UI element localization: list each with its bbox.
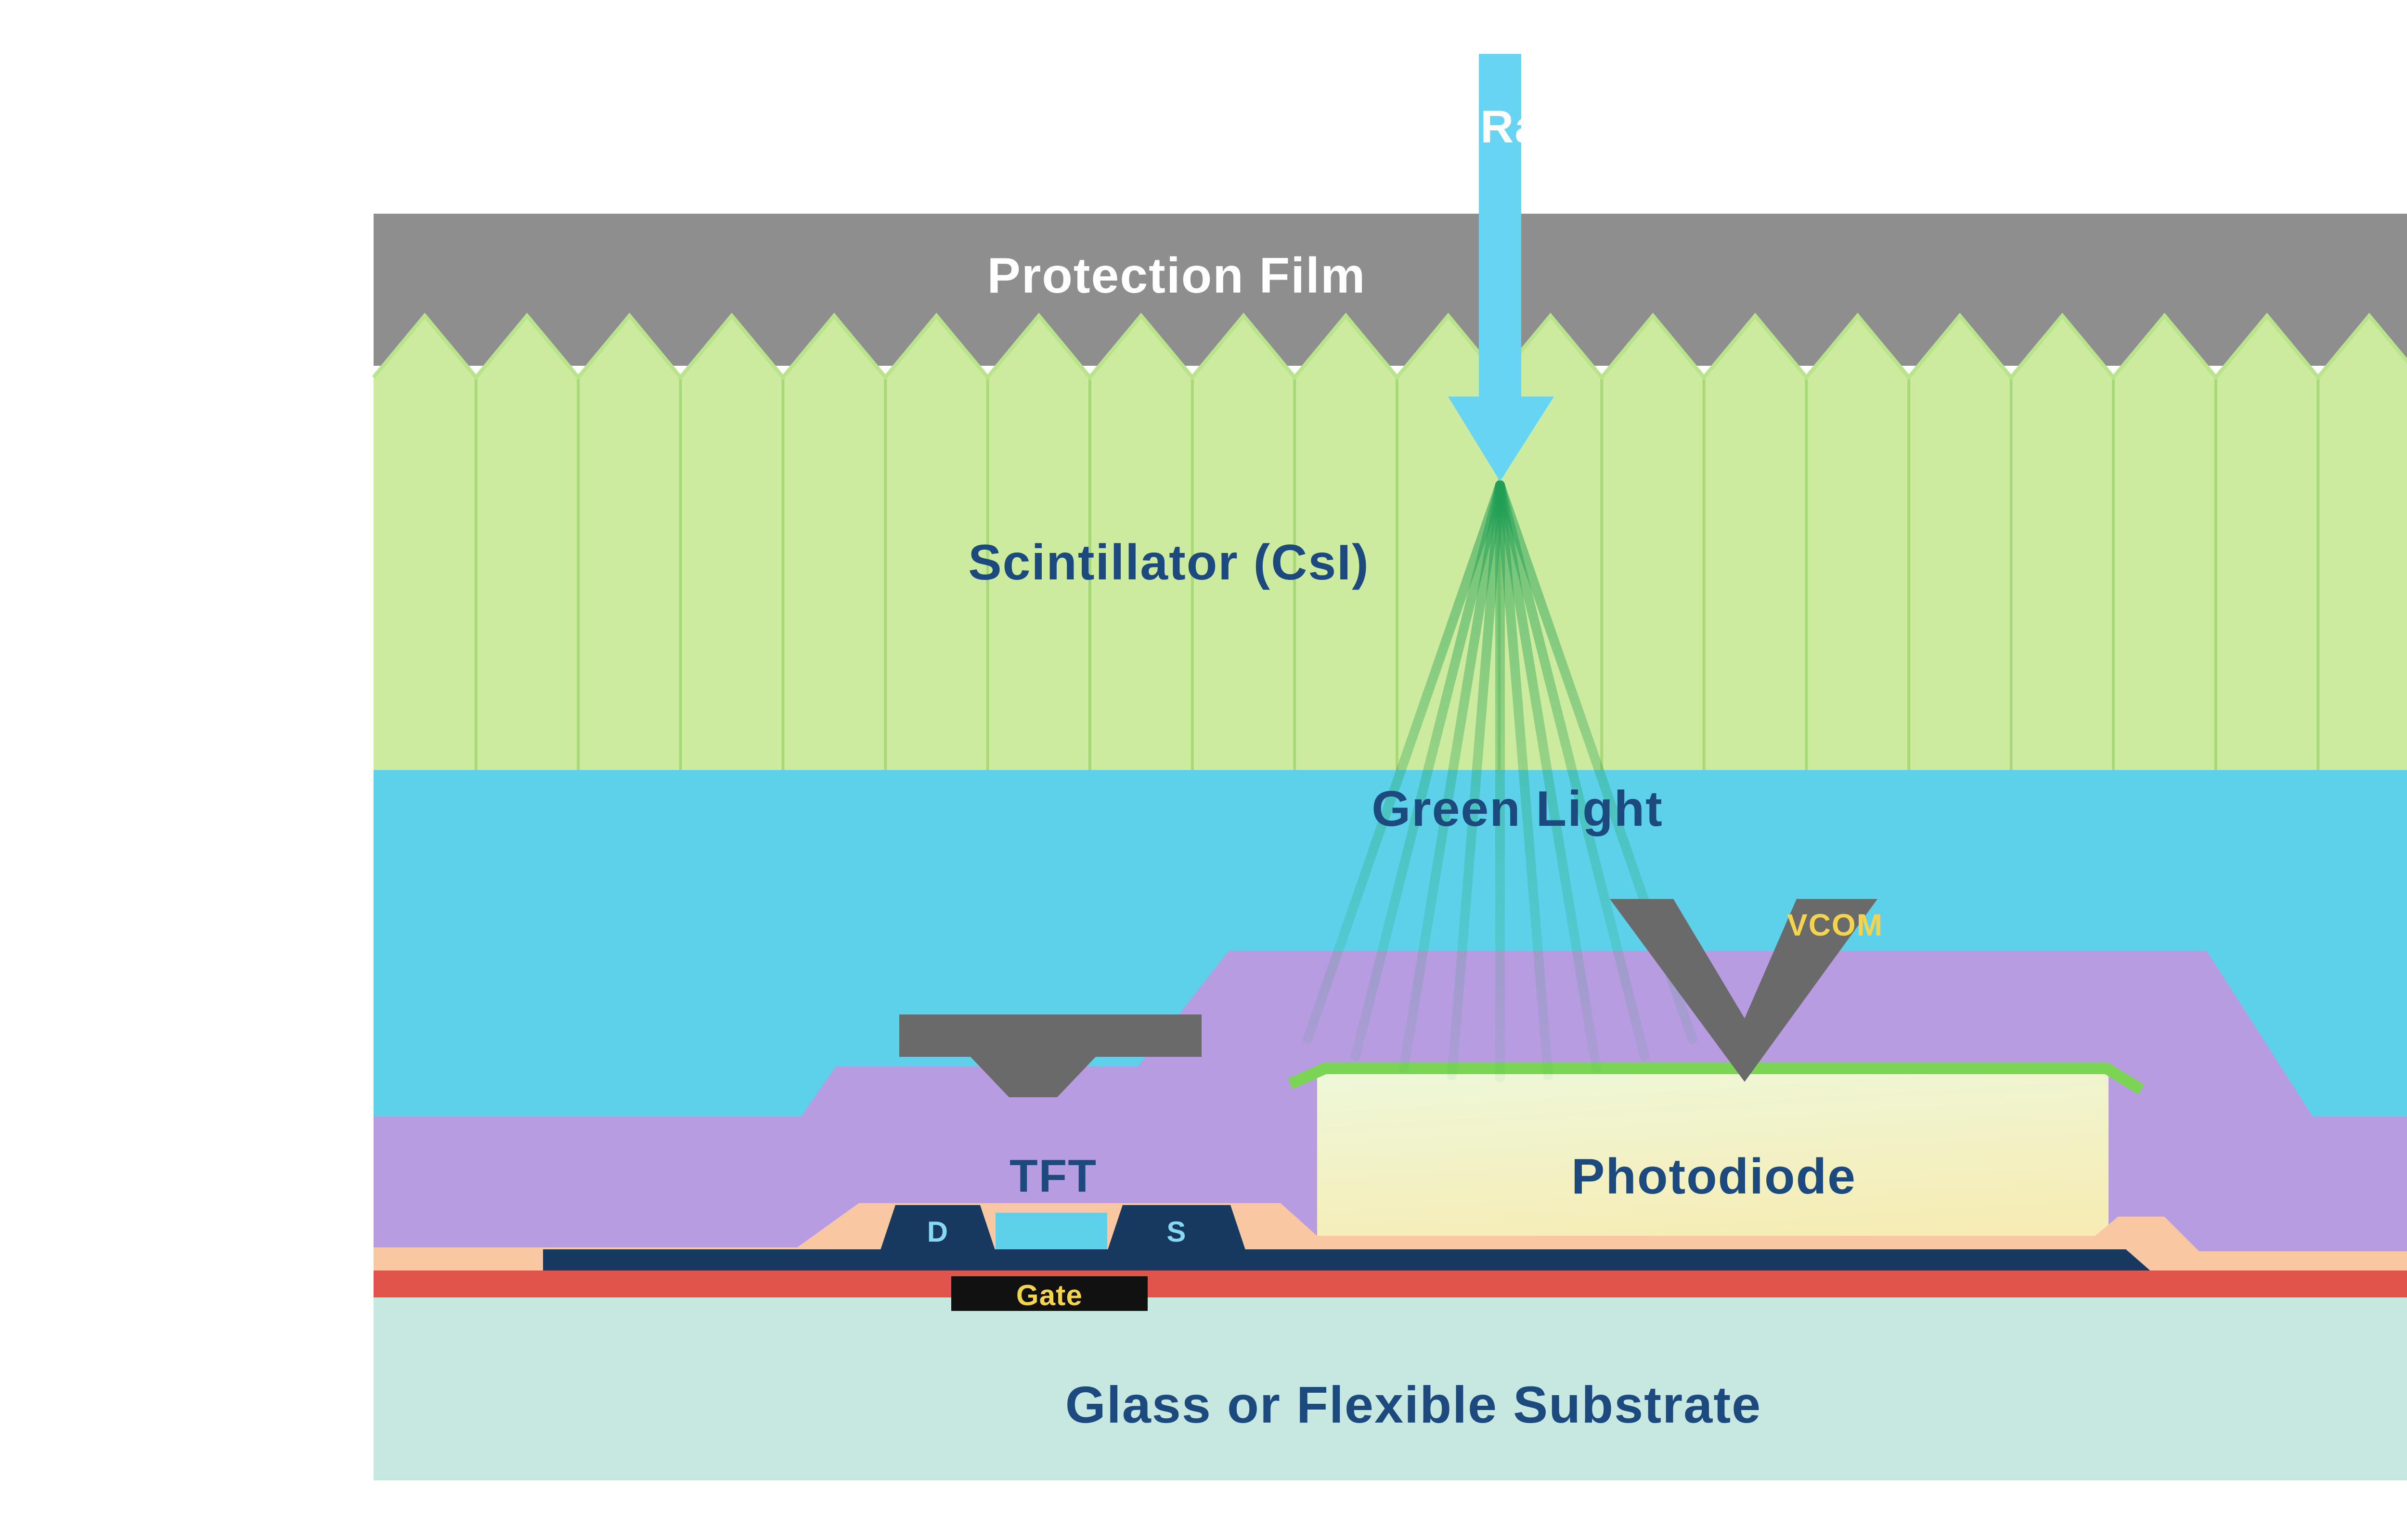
green-light-ray — [1399, 480, 1505, 1073]
top-electrode-left — [899, 1014, 1202, 1097]
green-light-ray — [1351, 480, 1505, 1062]
photodiode-body — [1317, 1066, 2109, 1259]
source-label: S — [1166, 1216, 1186, 1248]
protection-film-layer — [374, 214, 2407, 366]
xray-arrow-shaft — [1479, 54, 1521, 400]
scintillator-label: Scintillator (CsI) — [968, 535, 1369, 590]
scintillator-peaks-edge — [372, 312, 2407, 381]
green-light-ray — [1495, 480, 1649, 1062]
green-light-ray — [1495, 480, 1553, 1081]
scintillator-layer — [374, 316, 2407, 770]
gate-label: Gate — [1016, 1279, 1083, 1311]
tft-source-electrode — [1107, 1205, 1246, 1251]
protection-film-label: Protection Film — [987, 248, 1366, 304]
gate-line-layer — [374, 1270, 2407, 1297]
green-light-label: Green Light — [1372, 781, 1663, 837]
green-light-ray — [1303, 480, 1505, 1044]
photodiode-label: Photodiode — [1571, 1149, 1856, 1205]
green-light-rays — [1303, 480, 1697, 1083]
photodiode-top-contact — [1288, 1063, 2145, 1095]
tft-drain-electrode — [880, 1205, 996, 1251]
vcom-label: VCOM — [1787, 908, 1883, 942]
gate-electrode — [951, 1276, 1148, 1311]
xray-label: X-Ray — [1432, 101, 1568, 153]
tft-label: TFT — [1009, 1150, 1097, 1202]
substrate-layer — [374, 1297, 2407, 1480]
substrate-label: Glass or Flexible Substrate — [1065, 1375, 1762, 1434]
green-light-ray — [1495, 480, 1601, 1073]
drain-label: D — [927, 1216, 949, 1248]
vcom-electrode — [1610, 899, 1877, 1082]
metal-interconnect-layer — [543, 1249, 2157, 1276]
xray-arrow-head-icon — [1448, 397, 1554, 481]
green-light-ray — [1447, 480, 1505, 1081]
